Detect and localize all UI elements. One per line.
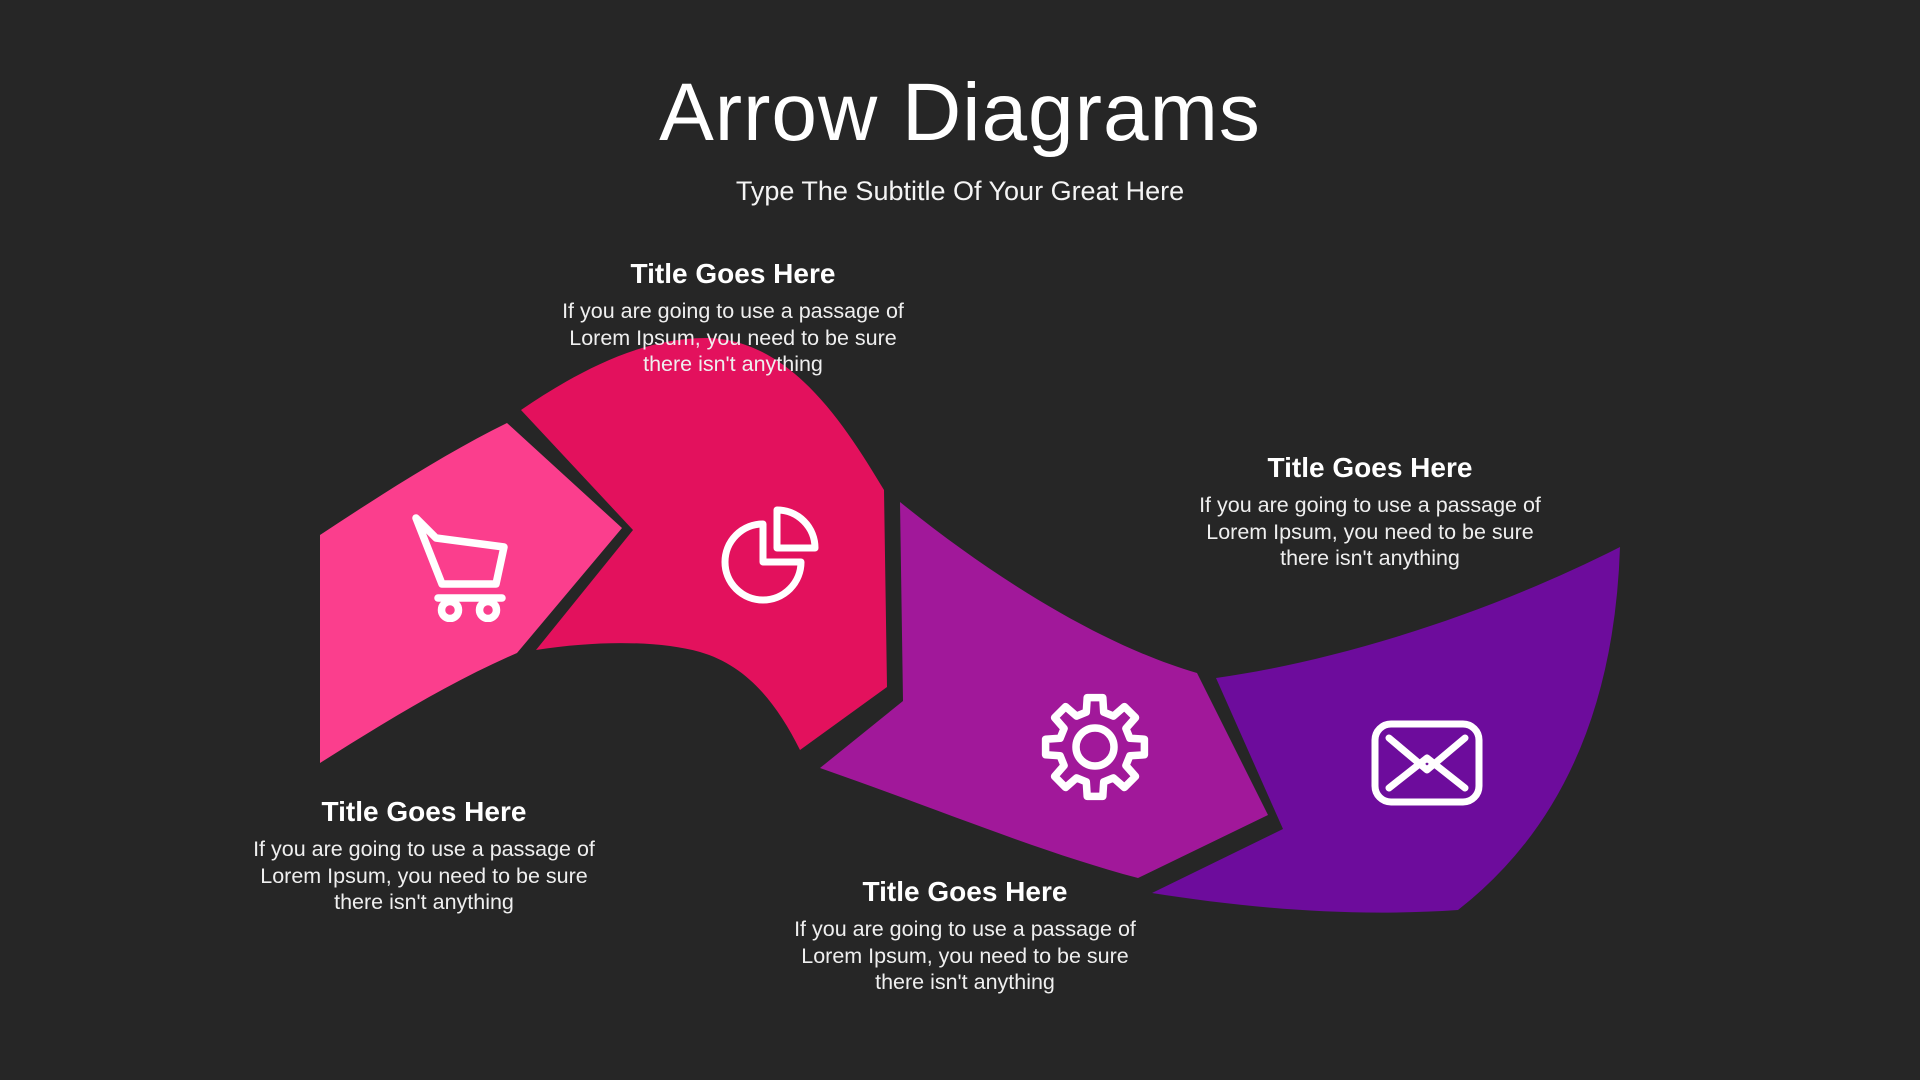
step-description: If you are going to use a passage of Lor…	[794, 917, 1136, 995]
step-3-text-block: Title Goes Here If you are going to use …	[785, 876, 1145, 996]
step-4-text-block: Title Goes Here If you are going to use …	[1190, 452, 1550, 572]
step-1-text-block: Title Goes Here If you are going to use …	[244, 796, 604, 916]
step-description: If you are going to use a passage of Lor…	[1199, 493, 1541, 571]
envelope-icon	[1371, 720, 1483, 806]
page-subtitle: Type The Subtitle Of Your Great Here	[735, 176, 1185, 206]
shopping-cart-icon	[412, 514, 508, 622]
step-title: Title Goes Here	[630, 258, 836, 289]
step-2-text-block: Title Goes Here If you are going to use …	[553, 258, 913, 378]
arrow-segment-1	[320, 423, 622, 763]
arrow-segment-4	[1152, 547, 1620, 913]
step-title: Title Goes Here	[321, 796, 527, 827]
slide-header: Arrow Diagrams Type The Subtitle Of Your…	[0, 66, 1920, 207]
arrow-segment-3	[820, 502, 1268, 878]
gear-icon	[1041, 693, 1149, 801]
step-title: Title Goes Here	[1267, 452, 1473, 483]
step-description: If you are going to use a passage of Lor…	[253, 837, 595, 915]
arrow-segment-2	[521, 338, 887, 750]
step-description: If you are going to use a passage of Lor…	[562, 299, 904, 377]
step-title: Title Goes Here	[862, 876, 1068, 907]
page-title: Arrow Diagrams	[659, 67, 1261, 158]
pie-chart-icon	[721, 506, 819, 604]
